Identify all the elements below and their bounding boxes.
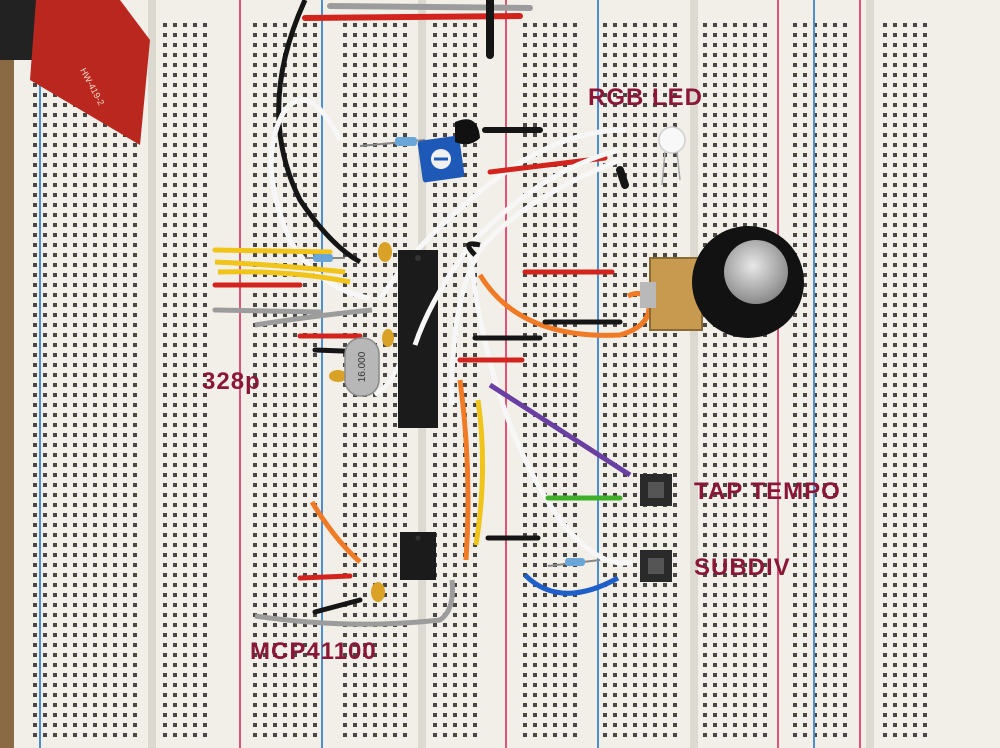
black-wire <box>616 166 629 189</box>
gray-wire <box>212 307 323 315</box>
resistor <box>305 254 345 262</box>
gray-wire <box>254 307 373 328</box>
tap-tempo-annotation: TAP TEMPO <box>694 478 841 505</box>
gray-wire <box>254 579 455 627</box>
trimmer-potentiometer <box>417 135 465 183</box>
ceramic-capacitor <box>371 582 385 602</box>
orange-wire <box>457 379 471 561</box>
breadboard <box>14 0 1000 748</box>
transistor <box>455 119 480 145</box>
potentiometer <box>640 226 804 338</box>
module-pcb: HW-419-2 <box>0 0 150 145</box>
white-wire <box>467 254 633 566</box>
white-wire <box>449 157 621 406</box>
yellow-wire <box>214 259 346 275</box>
ceramic-capacitor <box>378 242 392 262</box>
mcp41100-chip <box>400 532 436 580</box>
blue-wire <box>523 573 620 596</box>
yellow-wire <box>217 269 351 285</box>
black-wire <box>276 0 362 265</box>
purple-wire <box>488 382 632 478</box>
rgb-led <box>658 126 686 186</box>
resistor <box>359 137 426 147</box>
resistor <box>547 558 601 567</box>
red-wire <box>297 573 353 581</box>
ceramic-capacitor <box>382 329 394 347</box>
crystal-marking: 16.000 <box>357 351 368 382</box>
rgb-led-annotation: RGB LED <box>588 84 703 111</box>
crystal-oscillator: 16.000 <box>344 337 380 397</box>
white-wire <box>412 147 621 346</box>
gray-wire <box>327 3 533 11</box>
microcontroller-annotation: 328p <box>202 368 261 395</box>
red-wire <box>302 13 523 21</box>
yellow-wire <box>212 247 333 255</box>
tap-tempo-button <box>640 474 672 506</box>
black-wire <box>312 597 363 615</box>
digipot-annotation: MCP41100 <box>250 638 377 665</box>
orange-wire <box>309 500 362 564</box>
subdiv-button <box>640 550 672 582</box>
subdiv-annotation: SUBDIV <box>694 554 791 581</box>
yellow-wire <box>473 399 486 546</box>
ceramic-capacitor <box>329 370 347 382</box>
black-wire <box>466 241 481 257</box>
